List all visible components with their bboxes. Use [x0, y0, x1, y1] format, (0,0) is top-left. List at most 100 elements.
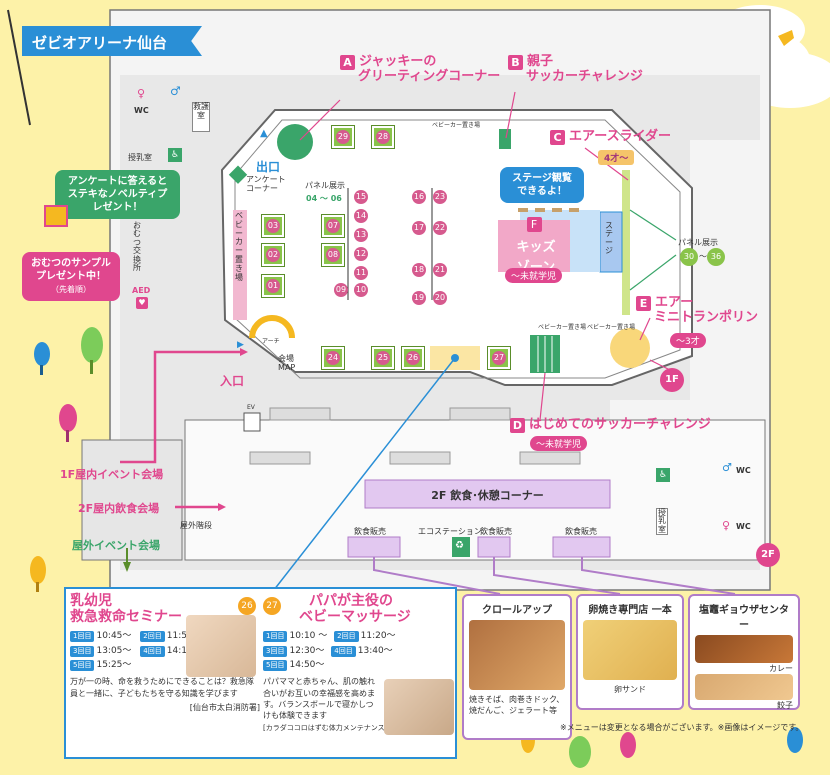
- panel-16: 16: [412, 190, 426, 204]
- zone-e-name-2: ミニトランポリン: [654, 310, 759, 325]
- food-card-2-title: 卵焼き専門店 一本: [588, 605, 672, 616]
- panel-20: 20: [433, 291, 447, 305]
- zone-a-name-1: ジャッキーの: [359, 54, 437, 69]
- booth-03[interactable]: 03: [262, 215, 284, 237]
- exit-arrow-icon: ▲: [260, 128, 268, 139]
- gift-icon: [44, 205, 68, 227]
- zone-a-name-2: グリーティングコーナー: [358, 69, 501, 84]
- wc-label-left: WC: [134, 106, 149, 115]
- zone-e-age-badge: ～3才: [670, 333, 706, 348]
- seminar-27-desc: パパママと赤ちゃん、肌の触れ合いがお互いの幸福感を高めます。バランスボールで寝か…: [263, 677, 375, 720]
- food-card-3-desc-2: 餃子: [777, 701, 793, 711]
- eco-station-label: エコステーション: [418, 527, 482, 536]
- booth-24[interactable]: 24: [322, 347, 344, 369]
- panel-09: 09: [334, 283, 348, 297]
- arch-label: アーチ: [262, 338, 280, 345]
- food-card-2-photo: [583, 620, 677, 680]
- seminar-26-num: 26: [238, 597, 256, 615]
- panel-13: 13: [354, 228, 368, 242]
- food-card-3-desc-1: カレー: [769, 664, 793, 673]
- food-card-crawl-up: クロールアップ 焼きそば、肉巻きドック、焼だんご、ジェラート等: [462, 594, 572, 740]
- diaper-sample-note: （先着順）: [51, 285, 91, 294]
- panel-range-left: 04 ～ 06: [306, 194, 342, 203]
- panel-18: 18: [412, 263, 426, 277]
- zone-d-name: はじめてのサッカーチャレンジ: [529, 417, 711, 432]
- food-card-tamagoyaki: 卵焼き専門店 一本 卵サンド: [576, 594, 684, 710]
- label-2f-dining: 2F屋内飲食会場: [78, 502, 160, 515]
- food-court-label: 2F 飲食･休憩コーナー: [431, 489, 544, 502]
- booth-02[interactable]: 02: [262, 244, 284, 266]
- panel-12: 12: [354, 247, 368, 261]
- stroller-parking-top: ベビーカー置き場: [432, 122, 481, 129]
- panel-num-36: 36: [707, 248, 725, 266]
- stroller-parking-mid1: ベビーカー置き場: [538, 324, 587, 331]
- zone-f-age-badge: ～未就学児: [505, 268, 563, 283]
- venue-map-label: 会場MAP: [278, 354, 296, 372]
- stroller-parking-left: ベビーカー置き場: [235, 211, 243, 282]
- booth-27[interactable]: 27: [488, 347, 510, 369]
- zone-d-age-badge: ～未就学児: [530, 436, 588, 451]
- diaper-station: おむつ交換所: [133, 221, 141, 272]
- wc-label-right-1: WC: [736, 466, 751, 475]
- booth-28[interactable]: 28: [372, 126, 394, 148]
- zone-c-name: エアースライダー: [569, 129, 672, 144]
- food-card-1-desc: 焼きそば、肉巻きドック、焼だんご、ジェラート等: [469, 695, 565, 716]
- seminar-26-desc: 万が一の時、命を救うためにできることは？救急隊員と一緒に、子どもたちを守る知識を…: [70, 677, 254, 698]
- booth-07[interactable]: 07: [322, 215, 344, 237]
- diaper-sample-callout: おむつのサンプルプレゼント中！ （先着順）: [22, 252, 120, 301]
- zone-c-age-badge: 4才～: [598, 150, 635, 165]
- food-card-1-title: クロールアップ: [482, 605, 552, 616]
- outdoor-stairs-label: 屋外階段: [180, 521, 212, 530]
- entrance-arrow-icon: ▶: [237, 340, 244, 350]
- seminar-27-title-1: パパが主役の: [309, 593, 393, 609]
- booth-25[interactable]: 25: [372, 347, 394, 369]
- nursing-room-right: 授乳室: [656, 508, 668, 536]
- stage-label: ステージ: [605, 221, 613, 256]
- booth-26[interactable]: 26: [402, 347, 424, 369]
- food-sale-label-2: 飲食販売: [480, 527, 512, 536]
- panel-exhibit-label-right: パネル展示: [678, 238, 718, 247]
- zone-f-name-1: キッズ: [516, 240, 556, 255]
- entrance-label: 入口: [220, 374, 245, 388]
- food-card-1-photo: [469, 620, 565, 690]
- zone-d-label: D はじめてのサッカーチャレンジ: [510, 417, 711, 433]
- panel-15: 15: [354, 190, 368, 204]
- seminar-27-photo: [384, 679, 454, 735]
- food-sale-label-1: 飲食販売: [354, 527, 386, 536]
- panel-exhibit-label-left: パネル展示: [305, 181, 345, 190]
- label-outdoor: 屋外イベント会場: [72, 539, 160, 552]
- zone-b-letter: B: [508, 55, 523, 70]
- wc-women-icon-2f: ♀: [722, 519, 731, 532]
- panel-num-30: 30: [680, 248, 698, 266]
- stroller-parking-mid2: ベビーカー置き場: [587, 324, 636, 331]
- booth-29[interactable]: 29: [332, 126, 354, 148]
- aed-label: AED: [132, 286, 151, 295]
- map-title: ゼビオアリーナ仙台 MAP: [22, 26, 202, 56]
- seminar-26-title-1: 乳幼児: [70, 593, 112, 609]
- seminar-27-num: 27: [263, 597, 281, 615]
- booth-08[interactable]: 08: [322, 244, 344, 266]
- zone-b-name-2: サッカーチャレンジ: [526, 69, 643, 84]
- wc-men-icon: ♂: [170, 84, 181, 98]
- booth-01[interactable]: 01: [262, 275, 284, 297]
- ev-label: EV: [247, 404, 255, 411]
- food-card-3-photo-curry: [695, 635, 793, 663]
- exit-label: 出口: [256, 160, 281, 174]
- zone-d-letter: D: [510, 418, 525, 433]
- zone-e-name-1: エアー: [655, 295, 694, 310]
- panel-22: 22: [433, 221, 447, 235]
- food-card-2-desc: 卵サンド: [614, 685, 646, 694]
- panel-11: 11: [354, 266, 368, 280]
- seminar-27-org: [カラダココロはずむ体力メンテナンスチーム]: [263, 724, 409, 733]
- seminar-26-photo: [186, 615, 256, 677]
- panel-10: 10: [354, 283, 368, 297]
- footnote: ※メニューは変更となる場合がございます。※画像はイメージです。: [560, 723, 804, 732]
- first-aid-room: 救護室: [192, 102, 210, 132]
- seminar-26-org: [仙台市太白消防署]: [189, 702, 260, 712]
- panel-range-tilde: ～: [699, 252, 707, 261]
